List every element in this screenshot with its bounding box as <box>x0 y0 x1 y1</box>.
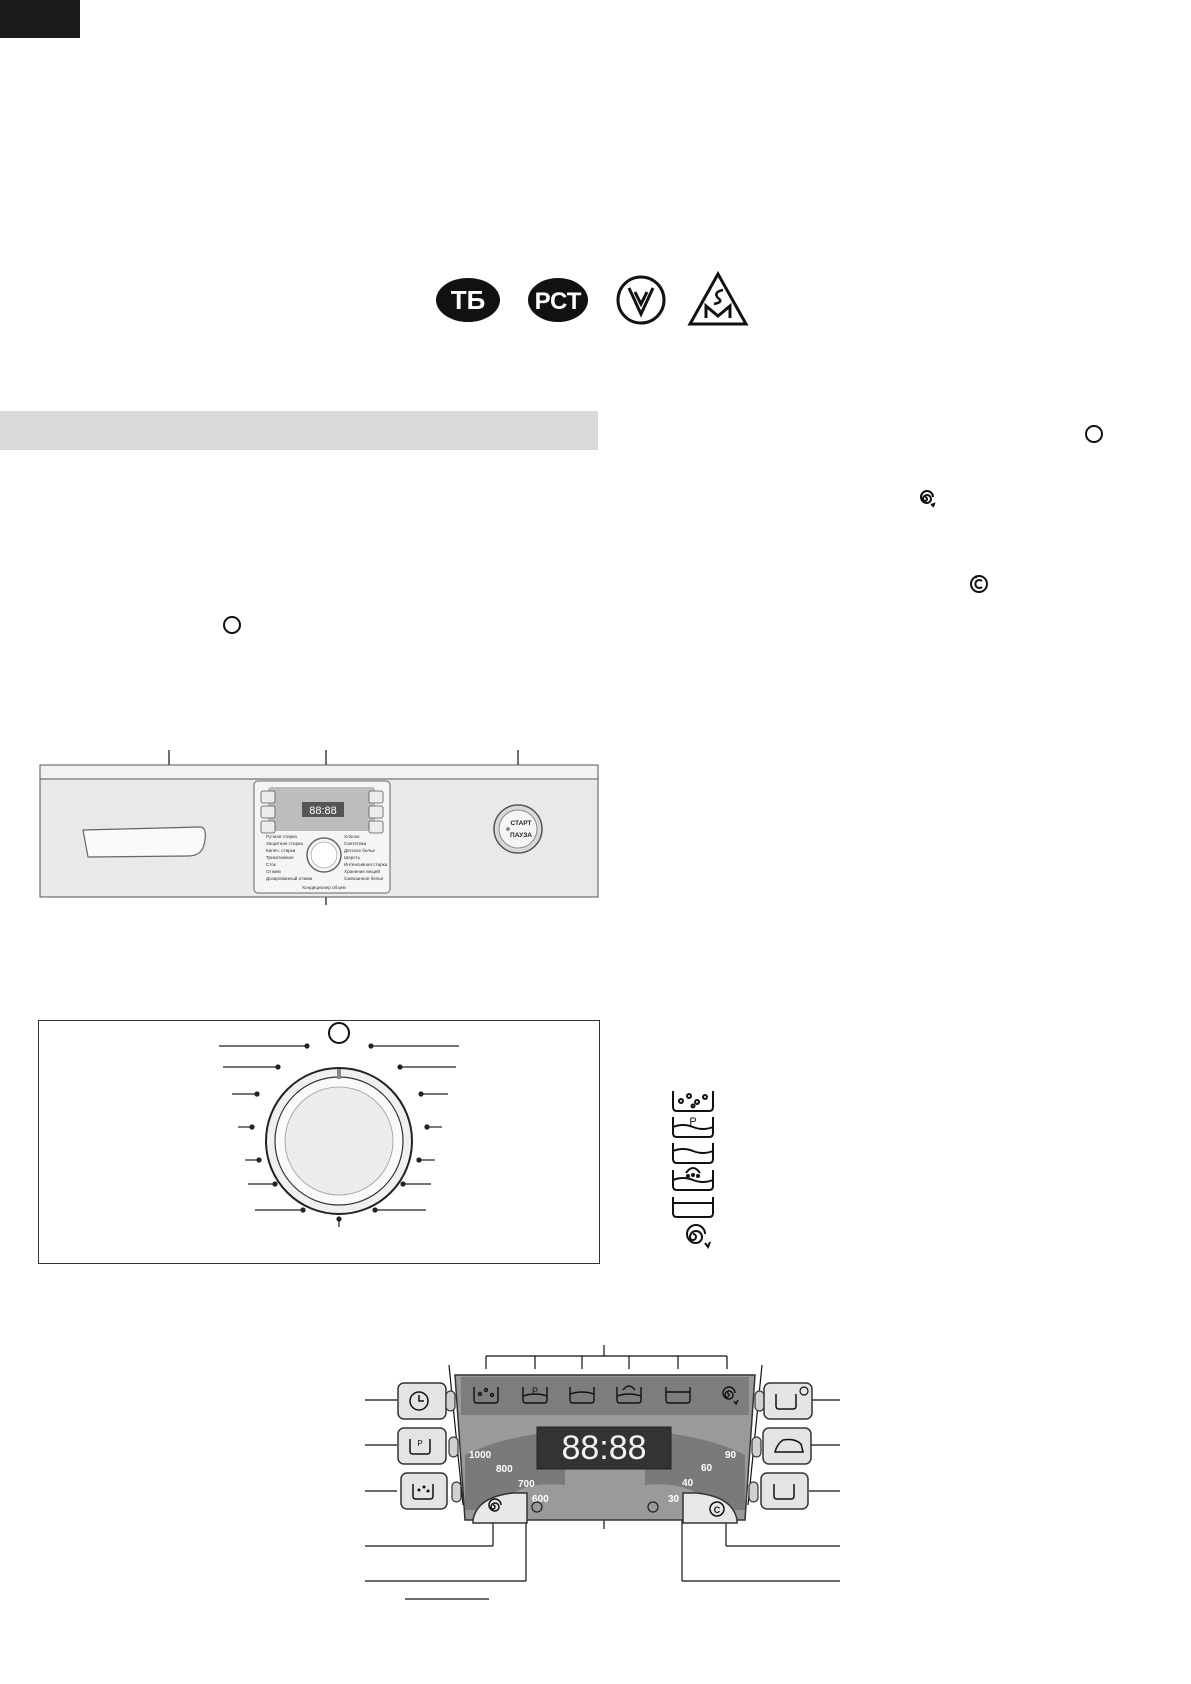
svg-text:P: P <box>689 1116 696 1128</box>
certification-logos: ТБ РСТ <box>436 270 749 326</box>
spin-off-icon <box>531 1501 543 1513</box>
drain-button[interactable] <box>760 1472 809 1510</box>
indicator-lamp <box>751 1436 762 1458</box>
drain-icon <box>773 1484 795 1500</box>
program-dial-svg <box>219 1022 459 1227</box>
cold-wash-icon <box>647 1501 659 1513</box>
prewash-p-icon: P <box>672 1116 714 1138</box>
program-knob-large[interactable] <box>265 1067 413 1215</box>
front-label: Сток <box>266 862 277 867</box>
spin-speed-label: 1000 <box>469 1450 492 1461</box>
spin-icon <box>686 1224 711 1250</box>
temperature-icon <box>709 1501 725 1517</box>
detergent-drawer[interactable] <box>82 826 206 858</box>
prewash-icon <box>409 1439 431 1455</box>
front-label: Ручная стирка <box>266 834 297 839</box>
iron-icon <box>774 1438 804 1453</box>
front-label: Синтетика <box>344 841 367 846</box>
power-circle-icon <box>223 616 241 634</box>
spin-speed-label: 600 <box>532 1494 549 1505</box>
front-label: Хранение вещей <box>344 868 380 874</box>
temperature-label: 30 <box>668 1494 680 1505</box>
prewash-button[interactable]: P <box>397 1427 447 1465</box>
spin-speed-button[interactable] <box>472 1492 528 1524</box>
svg-text:P: P <box>417 1439 422 1448</box>
section-header-bar <box>0 411 598 450</box>
extra-rinse-button[interactable] <box>763 1382 813 1420</box>
main-wash-icon <box>672 1143 714 1164</box>
front-label: Кипяч. стирки <box>266 848 296 853</box>
intensive-wash-button[interactable] <box>400 1472 448 1510</box>
program-knob[interactable] <box>306 837 342 873</box>
wash-phase-legend: P <box>672 1091 714 1250</box>
indicator-lamp <box>445 1390 456 1412</box>
svg-text:P: P <box>532 1386 538 1396</box>
kz-cert-logo <box>687 270 749 326</box>
svg-text:ПАУЗА: ПАУЗА <box>510 832 532 839</box>
indicator-lamp <box>754 1390 765 1412</box>
spin-icon <box>920 490 936 508</box>
indicator-lamp <box>448 1436 459 1458</box>
front-label: Интенсивная стирка <box>344 862 388 867</box>
front-label: Кондиционер объем <box>302 885 345 890</box>
indicator-lamp <box>748 1481 759 1503</box>
front-label: Защитная стирка <box>266 841 303 846</box>
easy-iron-button[interactable] <box>762 1427 812 1465</box>
temperature-button[interactable]: C <box>682 1492 738 1524</box>
svg-text:РСТ: РСТ <box>535 288 582 315</box>
indicator-lamp <box>451 1481 462 1503</box>
spin-speed-label: 800 <box>496 1464 513 1475</box>
delay-timer-button[interactable] <box>397 1382 447 1420</box>
main-display: 88:88 <box>536 1426 672 1470</box>
temperature-label: 40 <box>682 1478 694 1489</box>
start-pause-button[interactable]: СТАРТ ПАУЗА <box>493 804 543 854</box>
front-option-buttons[interactable] <box>260 790 384 834</box>
temperature-label: 60 <box>701 1463 713 1474</box>
svg-text:88:88: 88:88 <box>309 805 337 817</box>
svg-text:88:88: 88:88 <box>561 1429 646 1467</box>
front-label: Детское белье <box>344 848 375 853</box>
extra-rinse-icon <box>775 1394 797 1410</box>
front-label: Хлопок <box>344 834 360 839</box>
rinse-icon <box>672 1167 714 1191</box>
control-panel-diagram: P 88:88 1000 800 700 600 30 40 60 90 C <box>365 1345 840 1600</box>
gost-r-logo: РСТ <box>528 278 588 322</box>
front-display: 88:88 <box>302 802 344 817</box>
front-label: Дозированный отжим <box>266 875 312 881</box>
power-circle-icon <box>1085 425 1103 443</box>
program-leader-lines <box>219 1043 459 1227</box>
front-label: Трикотажная <box>266 855 294 860</box>
temperature-label: 90 <box>725 1450 737 1461</box>
page-number-tab <box>0 0 80 38</box>
front-label: Смешанное белье <box>344 876 384 881</box>
front-label: Отжим <box>266 869 281 874</box>
gost-belarus-logo: ТБ <box>436 278 500 322</box>
spin-speed-label: 700 <box>518 1479 535 1490</box>
drain-icon <box>672 1197 714 1218</box>
clock-icon <box>409 1391 429 1411</box>
phase-icons-row: P <box>473 1385 739 1406</box>
spin-icon <box>488 1498 502 1512</box>
svg-text:C: C <box>714 1505 721 1515</box>
machine-front-panel: 88:88 Ручная стирка Защитная стирка Кипя… <box>39 750 599 905</box>
intensive-wash-icon <box>412 1484 434 1500</box>
ukraine-cert-logo <box>616 275 666 325</box>
temperature-icon <box>970 575 988 593</box>
prewash-icon <box>672 1091 714 1112</box>
program-dial-diagram <box>38 1020 600 1264</box>
svg-text:СТАРТ: СТАРТ <box>510 820 531 827</box>
phase-strip <box>461 1377 749 1415</box>
front-label: Шерсть <box>344 855 361 860</box>
power-off-mark <box>328 1022 350 1044</box>
svg-text:ТБ: ТБ <box>451 285 486 315</box>
